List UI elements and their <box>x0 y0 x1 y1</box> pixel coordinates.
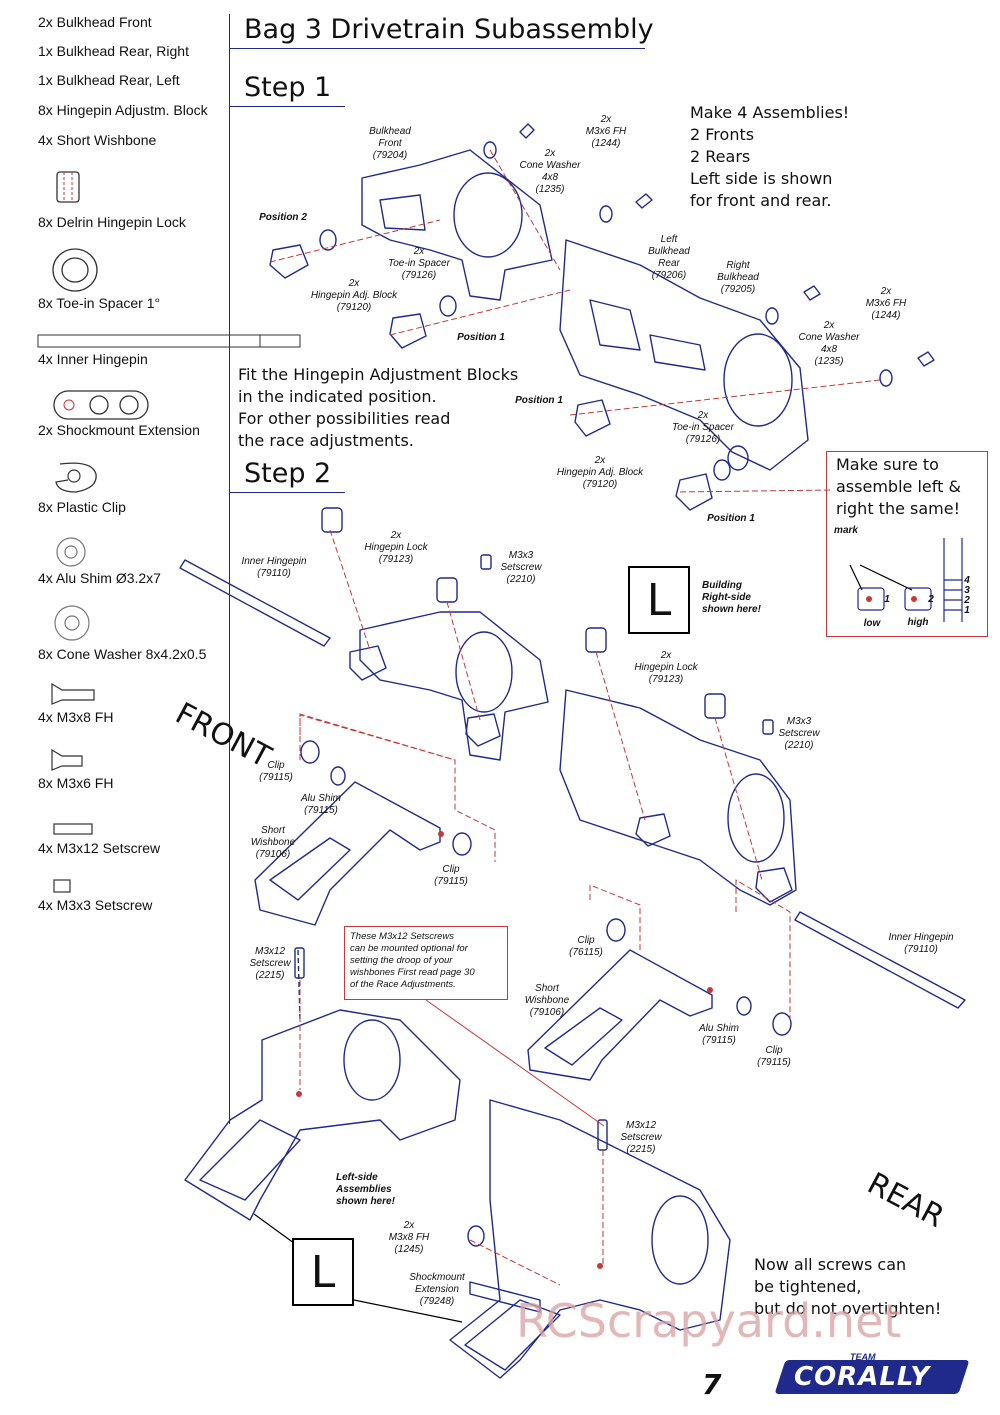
callout-clip-left2: Clip (79115) <box>434 864 468 887</box>
page-title: Bag 3 Drivetrain Subassembly <box>244 14 654 45</box>
callout-hingeblock-right: 2x Hingepin Adj. Block (79120) <box>556 455 644 490</box>
part-bulkhead-rear-left: 1x Bulkhead Rear, Left <box>38 72 180 88</box>
step2-title: Step 2 <box>244 458 332 489</box>
callout-toein-right: 2x Toe-in Spacer (79126) <box>672 410 734 445</box>
callout-high: high <box>907 617 929 628</box>
callout-m3x3-left: M3x3 Setscrew (2210) <box>500 550 542 585</box>
callout-cone-right: 2x Cone Washer 4x8 (1235) <box>798 320 860 367</box>
alu-shim-icon <box>56 537 86 567</box>
step2-bulkhead-right <box>559 689 797 906</box>
m3x12-setscrew-icon <box>53 823 93 835</box>
m3x6-screw-icon <box>51 748 83 771</box>
part-plastic-clip: 8x Plastic Clip <box>38 499 126 515</box>
part-toe-in-spacer: 8x Toe-in Spacer 1° <box>38 295 161 311</box>
l-box-top: L <box>628 566 690 634</box>
left-side-assembly <box>184 1009 461 1221</box>
callout-building: Building Right-side shown here! <box>702 580 761 615</box>
callout-m3x8: 2x M3x8 FH (1245) <box>388 1220 430 1255</box>
toe-in-spacer-icon <box>52 248 98 292</box>
l-box-bottom: L <box>292 1238 354 1306</box>
callout-clip-right: Clip (76115) <box>569 935 603 958</box>
callout-left-side: Left-side Assemblies shown here! <box>336 1172 395 1207</box>
callout-hingeblock-top: 2x Hingepin Adj. Block (79120) <box>310 278 398 313</box>
inner-hingepin-right <box>794 911 966 1009</box>
callout-toein-top: 2x Toe-in Spacer (79126) <box>388 246 450 281</box>
callout-alu-left: Alu Shim (79115) <box>300 793 341 816</box>
part-bulkhead-rear-right: 1x Bulkhead Rear, Right <box>38 43 189 59</box>
part-m3x6: 8x M3x6 FH <box>38 775 114 791</box>
part-alu-shim: 4x Alu Shim Ø3.2x7 <box>38 570 161 586</box>
callout-shockmount: Shockmount Extension (79248) <box>409 1272 465 1307</box>
hingepin-lock-icon <box>56 171 80 203</box>
callout-m3x12-right: M3x12 Setscrew (2215) <box>620 1120 662 1155</box>
step1-title: Step 1 <box>244 72 332 103</box>
callout-m3x6-top: 2x M3x6 FH (1244) <box>585 114 627 149</box>
step2-bulkhead-left <box>359 611 549 761</box>
plastic-clip-icon <box>55 462 97 493</box>
title-underline <box>229 48 645 49</box>
callout-cone-top: 2x Cone Washer 4x8 (1235) <box>519 148 581 195</box>
callout-bulkhead-front: Bulkhead Front (79204) <box>369 126 411 161</box>
part-inner-hingepin: 4x Inner Hingepin <box>38 351 148 367</box>
callout-position1-c: Position 1 <box>707 513 755 524</box>
m3x8-screw-icon <box>51 682 95 705</box>
team-corally-logo: TEAM CORALLY <box>774 1352 970 1398</box>
callout-position1-b: Position 1 <box>515 395 563 406</box>
callout-wishbone-left: Short Wishbone (79106) <box>250 825 296 860</box>
part-m3x3-setscrew: 4x M3x3 Setscrew <box>38 897 153 913</box>
shockmount-extension-icon <box>53 390 149 420</box>
inner-hingepin-icon <box>37 334 301 348</box>
part-m3x8: 4x M3x8 FH <box>38 709 114 725</box>
callout-m3x3-right: M3x3 Setscrew (2210) <box>778 716 820 751</box>
callout-m3x12-left: M3x12 Setscrew (2215) <box>249 946 291 981</box>
callout-wishbone-right: Short Wishbone (79106) <box>524 983 570 1018</box>
step1-underline <box>229 106 345 107</box>
callout-hingepin-lock-left: 2x Hingepin Lock (79123) <box>364 530 428 565</box>
callout-inner-hingepin-right: Inner Hingepin (79110) <box>888 932 954 955</box>
m3x3-setscrew-icon <box>53 879 71 893</box>
column-divider <box>229 14 230 1124</box>
callout-mark: mark <box>834 525 858 536</box>
part-hingepin-block: 8x Hingepin Adjustm. Block <box>38 102 208 118</box>
setscrew-note-box <box>344 926 508 1000</box>
callout-m3x6-right: 2x M3x6 FH (1244) <box>865 286 907 321</box>
page-number: 7 <box>702 1368 722 1401</box>
callout-pos-1: 1 <box>884 594 890 605</box>
part-bulkhead-front: 2x Bulkhead Front <box>38 14 152 30</box>
callout-inner-hingepin-left: Inner Hingepin (79110) <box>241 556 307 579</box>
callout-left-bulk-rear: Left Bulkhead Rear (79206) <box>648 234 690 281</box>
callout-clip-right2: Clip (79115) <box>757 1045 791 1068</box>
part-m3x12-setscrew: 4x M3x12 Setscrew <box>38 840 161 856</box>
callout-clip-left: Clip (79115) <box>259 760 293 783</box>
callout-pos-2: 2 <box>928 594 934 605</box>
callout-position2: Position 2 <box>259 212 307 223</box>
part-delrin-lock: 8x Delrin Hingepin Lock <box>38 214 186 230</box>
callout-hingepin-lock-right: 2x Hingepin Lock (79123) <box>634 650 698 685</box>
callout-alu-right: Alu Shim (79115) <box>698 1023 739 1046</box>
rear-label: REAR <box>861 1166 950 1236</box>
callout-right-bulk: Right Bulkhead (79205) <box>717 260 759 295</box>
part-short-wishbone: 4x Short Wishbone <box>38 132 157 148</box>
part-cone-washer: 8x Cone Washer 8x4.2x0.5 <box>38 646 207 662</box>
watermark: RCScrapyard.net <box>516 1294 902 1348</box>
callout-low: low <box>863 618 881 629</box>
step2-underline <box>229 492 345 493</box>
callout-position1-a: Position 1 <box>457 332 505 343</box>
cone-washer-icon <box>54 605 90 641</box>
part-shockmount-extension: 2x Shockmount Extension <box>38 422 200 438</box>
